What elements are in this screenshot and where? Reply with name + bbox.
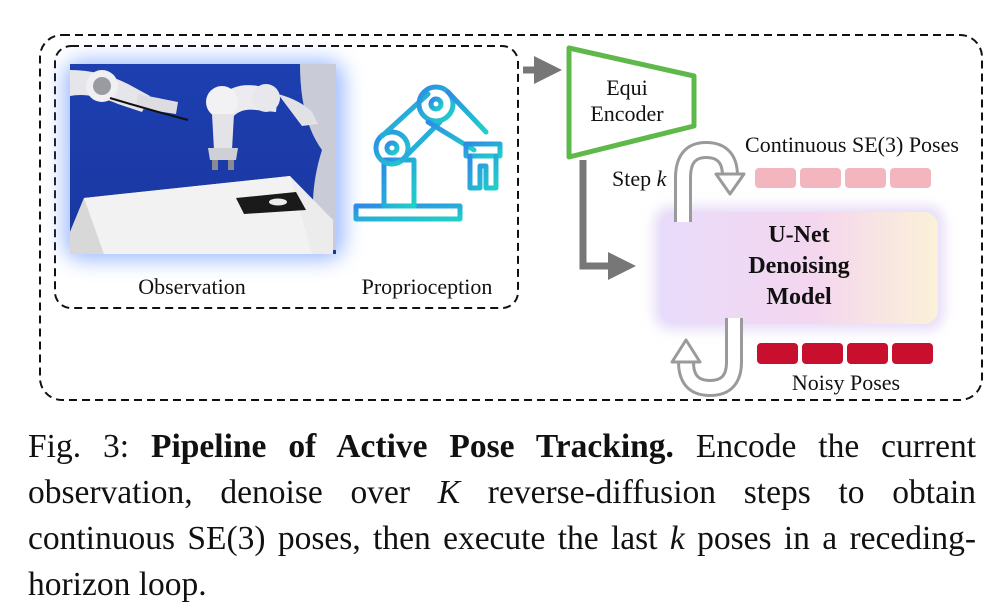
step-text: Step [612,166,657,191]
noisy-poses-row [757,343,933,364]
caption-var-K: K [437,474,461,511]
unet-label-line2: Denoising [748,253,849,279]
figure-caption: Fig. 3: Pipeline of Active Pose Tracking… [28,424,976,608]
continuous-poses-label: Continuous SE(3) Poses [745,132,959,157]
observation-label: Observation [138,274,246,299]
continuous-pose [890,168,931,188]
proprioception-label: Proprioception [362,274,493,299]
unet-label-line3: Model [766,284,832,310]
pipeline-figure: Observation Proprioception Equi Encoder … [39,34,983,401]
continuous-pose [845,168,886,188]
curved-loop-arrow-icon [674,140,746,222]
step-label: Step k [612,166,668,191]
noisy-poses-label: Noisy Poses [792,370,900,395]
caption-title: Pipeline of Active Pose Tracking. [151,428,674,465]
continuous-pose [800,168,841,188]
caption-var-k: k [669,520,685,557]
noisy-pose [847,343,888,364]
noisy-pose [757,343,798,364]
robot-arm-icon [353,84,503,222]
encoder-to-unet-arrow [579,160,636,280]
encoder-label-line1: Equi [606,75,648,100]
equi-encoder-box [566,45,697,160]
caption-prefix: Fig. 3: [28,428,152,465]
caption-text-2: reverse-diffusion steps to obtain contin… [28,474,976,557]
encoder-label-line2: Encoder [590,101,664,126]
noisy-pose [892,343,933,364]
step-variable: k [657,166,668,191]
unet-block [654,206,944,330]
unet-label-line1: U-Net [768,222,829,248]
continuous-poses-row [755,168,931,188]
caption-text-1: Encode the current observation, denoise … [28,428,977,511]
curved-loop-arrow-icon [670,318,743,398]
observation-photo [64,60,344,260]
outer-frame [39,34,983,401]
caption-text-3: poses in a receding-horizon loop. [28,520,976,603]
noisy-pose [802,343,843,364]
continuous-pose [755,168,796,188]
inner-frame [54,45,519,309]
